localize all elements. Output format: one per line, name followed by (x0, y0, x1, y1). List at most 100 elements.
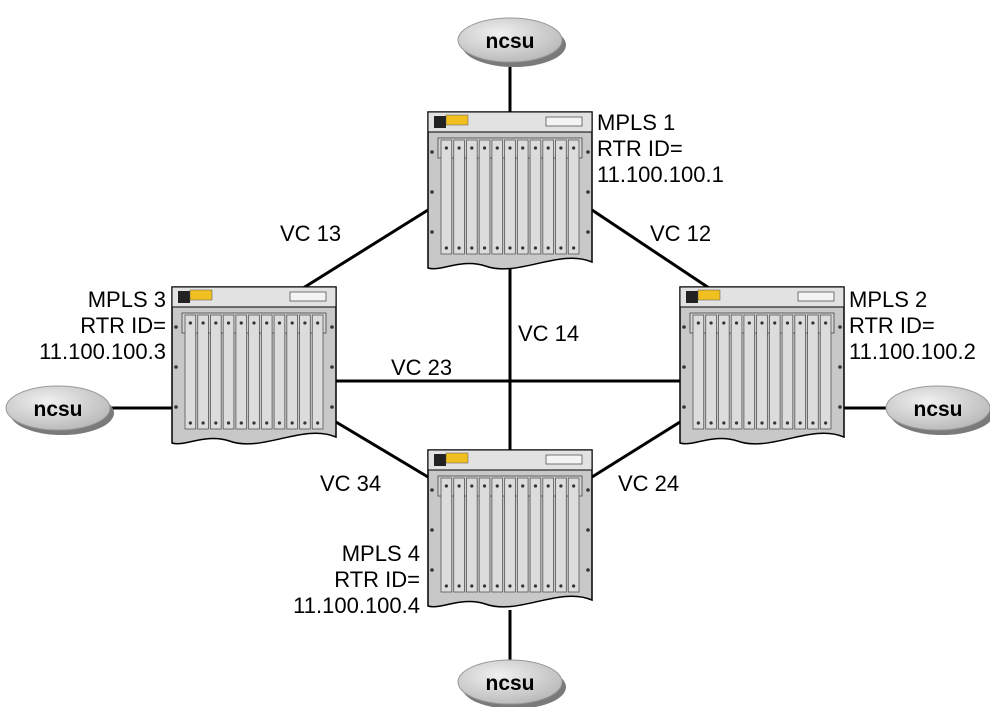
router-mpls-3[interactable] (171, 286, 337, 445)
cloud-body (457, 659, 563, 705)
slot-screw (508, 584, 512, 588)
slot-screw (521, 146, 525, 150)
slot-screw (252, 421, 256, 425)
link-vc34 (335, 420, 429, 479)
router-id-value: 11.100.100.4 (293, 593, 420, 618)
link-label-vc13: VC 13 (280, 221, 342, 246)
slot-screw (303, 321, 307, 325)
card-slot (286, 314, 298, 430)
mount-hole (330, 365, 334, 369)
slot-screw (722, 421, 726, 425)
slot-screw (773, 421, 777, 425)
slot-screw (201, 321, 205, 325)
slot-screw (709, 421, 713, 425)
slot-screw (760, 321, 764, 325)
slot-screw (444, 146, 448, 150)
slot-screw (747, 321, 751, 325)
slot-screw (546, 484, 550, 488)
cloud-body (457, 17, 563, 63)
slot-screw (316, 321, 320, 325)
router-mpls-1[interactable] (427, 111, 593, 270)
slot-screw (824, 421, 828, 425)
cloud-label: ncsu (913, 398, 962, 421)
chassis-logo-block (178, 291, 190, 303)
slot-screw (521, 584, 525, 588)
router-id-value: 11.100.100.3 (39, 339, 166, 364)
slot-screw (709, 321, 713, 325)
card-slot (299, 314, 311, 430)
chassis-badge (189, 289, 213, 301)
card-slot (235, 314, 248, 430)
slot-screw (533, 584, 538, 588)
card-slot (718, 314, 730, 430)
slot-screw (798, 321, 802, 325)
slot-screw (533, 146, 538, 150)
card-slot (819, 314, 832, 430)
card-slot (491, 139, 504, 255)
mount-hole (682, 365, 686, 369)
slot-screw (495, 584, 499, 588)
slot-screw (559, 146, 563, 150)
ncsu-cloud-top[interactable]: ncsu (457, 17, 566, 67)
chassis-nameplate (545, 116, 583, 127)
card-slot (453, 477, 465, 593)
router-mpls-4[interactable] (427, 449, 593, 608)
slot-screw (559, 584, 563, 588)
slot-screw (252, 321, 256, 325)
router-name: MPLS 3 (87, 287, 166, 312)
slot-screw (239, 421, 243, 425)
ncsu-cloud-right[interactable]: ncsu (885, 385, 990, 435)
card-slot (440, 477, 453, 593)
chassis-badge (445, 114, 469, 126)
slot-screw (277, 321, 282, 325)
slot-screw (290, 321, 294, 325)
mount-hole (586, 528, 590, 532)
router-name: MPLS 2 (849, 287, 928, 312)
slot-screw (495, 146, 499, 150)
card-slot (567, 139, 580, 255)
slot-screw (508, 246, 512, 250)
mount-hole (586, 150, 590, 154)
slot-screw (188, 321, 192, 325)
slot-screw (290, 421, 294, 425)
slot-screw (201, 421, 205, 425)
card-slot (794, 314, 806, 430)
slot-screw (572, 484, 576, 488)
slot-screw (316, 421, 320, 425)
chassis-badge (697, 289, 721, 301)
slot-screw (303, 421, 307, 425)
slot-screw (470, 484, 474, 488)
ncsu-cloud-bottom[interactable]: ncsu (457, 659, 566, 709)
router-id-value: 11.100.100.1 (597, 162, 724, 187)
slot-screw (521, 484, 525, 488)
card-slot (768, 314, 781, 430)
mount-hole (838, 325, 842, 329)
card-slot (781, 314, 794, 430)
router-mpls-2[interactable] (679, 286, 845, 445)
chassis-logo-block (434, 454, 446, 466)
slot-screw (470, 146, 474, 150)
slot-screw (722, 321, 726, 325)
card-slot (705, 314, 717, 430)
card-slot (807, 314, 819, 430)
slot-screw (533, 246, 538, 250)
router-name: MPLS 4 (341, 541, 420, 566)
cloud-body (885, 385, 990, 431)
link-label-vc34: VC 34 (320, 471, 382, 496)
mount-hole (430, 528, 434, 532)
slot-screw (785, 321, 790, 325)
mount-hole (586, 568, 590, 572)
link-label-vc23: VC 23 (391, 355, 453, 380)
links (108, 58, 906, 665)
card-slot (743, 314, 756, 430)
ncsu-cloud-left[interactable]: ncsu (5, 385, 114, 435)
chassis-nameplate (797, 291, 835, 302)
router-label-mpls-2: MPLS 2 RTR ID= 11.100.100.2 (849, 287, 976, 365)
router-id-label: RTR ID= (597, 136, 683, 161)
card-slot (555, 139, 567, 255)
card-slot (567, 477, 580, 593)
slot-screw (482, 146, 487, 150)
slot-screw (508, 146, 512, 150)
router-id-label: RTR ID= (80, 313, 166, 338)
mount-hole (430, 150, 434, 154)
